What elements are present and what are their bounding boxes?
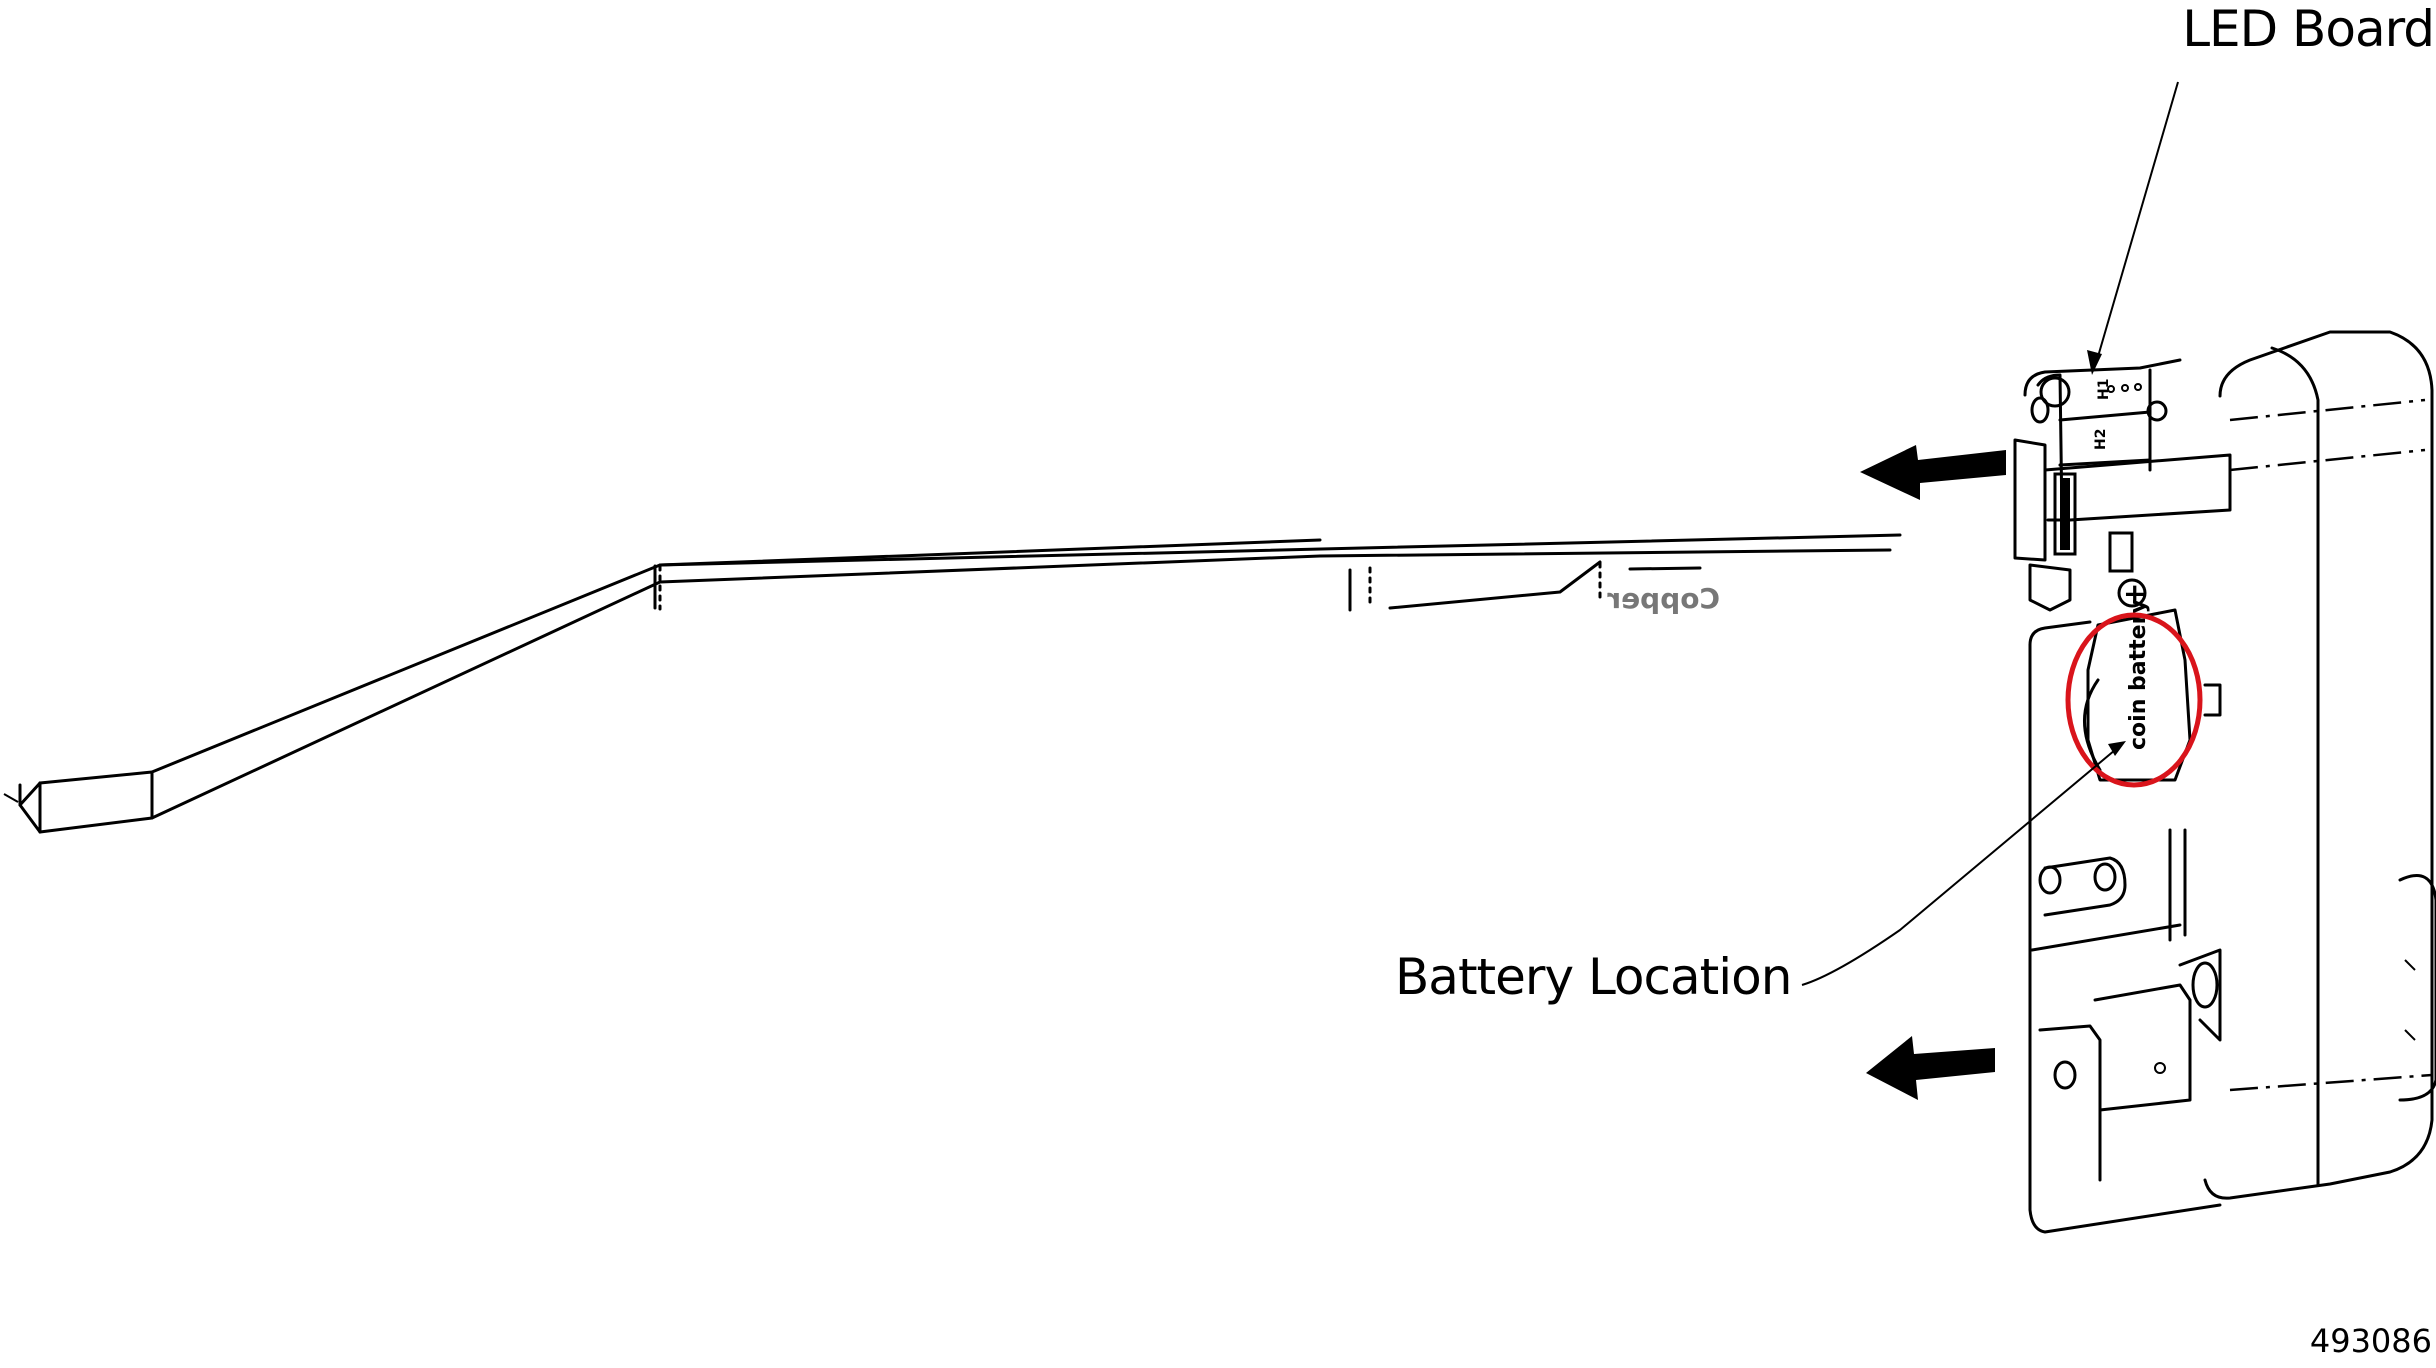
coin-battery-marking: coin battery [2126, 599, 2151, 750]
housing-cover [2203, 330, 2436, 1200]
upper-removal-arrow [1860, 445, 2006, 500]
led-board: H1 H2 + [2013, 358, 2232, 612]
coin-battery-holder: coin battery [2083, 599, 2222, 782]
led-board-label: LED Board [2182, 0, 2435, 58]
lower-removal-arrow [1866, 1036, 1995, 1100]
battery-highlight-circle [2065, 612, 2203, 788]
connector-h1-label: H1 [2096, 379, 2112, 400]
led-board-leader [2087, 81, 2179, 375]
plus-symbol: + [2123, 577, 2146, 610]
led-strip-cable [3, 533, 1902, 834]
battery-location-leader [1801, 741, 2126, 986]
connector-h2-label: H2 [2093, 429, 2109, 450]
cable-copper-marking: Copper [1607, 582, 1720, 615]
battery-location-label: Battery Location [1395, 948, 1792, 1006]
chassis-plate [2028, 620, 2222, 1234]
part-number: 493086 [2309, 1322, 2432, 1360]
